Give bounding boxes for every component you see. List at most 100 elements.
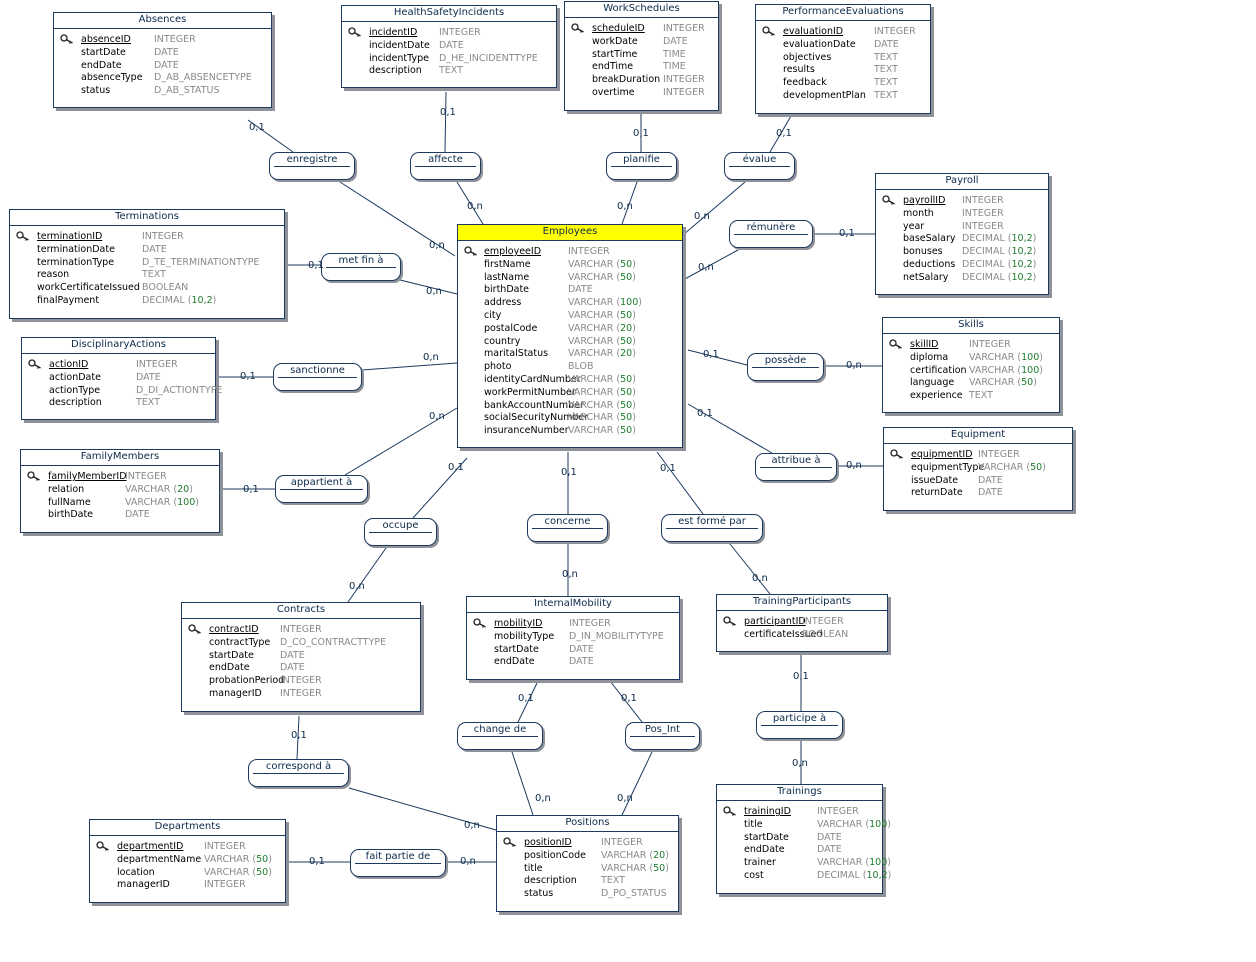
- association-sanctionne[interactable]: sanctionne: [273, 363, 362, 391]
- association-posint[interactable]: Pos_Int: [625, 722, 700, 750]
- attribute-type: VARCHAR (20): [125, 483, 193, 495]
- attribute-name: baseSalary: [903, 233, 956, 245]
- attribute-name: address: [484, 297, 522, 309]
- connector-line: [348, 787, 497, 831]
- attribute-type: INTEGER: [439, 27, 481, 40]
- association-concerne[interactable]: concerne: [527, 514, 608, 542]
- attribute-type-name: INTEGER: [568, 246, 610, 257]
- attribute-type-name: VARCHAR: [568, 348, 614, 360]
- association-remunere[interactable]: rémunère: [729, 220, 813, 248]
- attribute-name: deductions: [903, 258, 956, 270]
- attribute-type-name: TEXT: [874, 89, 898, 101]
- connector-line: [609, 680, 643, 723]
- attribute-name: returnDate: [911, 487, 963, 499]
- attribute-type: DATE: [136, 372, 161, 385]
- association-appartient[interactable]: appartient à: [275, 475, 368, 503]
- attribute-type: DATE: [874, 39, 899, 52]
- association-label: Pos_Int: [644, 724, 681, 735]
- attribute-name: objectives: [783, 51, 832, 63]
- cardinality-label: 0,1: [561, 467, 577, 478]
- association-changede[interactable]: change de: [457, 722, 543, 750]
- attribute-type: DATE: [439, 40, 464, 53]
- attribute-type: INTEGER: [204, 879, 246, 892]
- attribute-type-name: DATE: [569, 656, 594, 668]
- cardinality-label: 0,1: [633, 128, 649, 139]
- attribute-name: endDate: [81, 59, 122, 71]
- attribute-type: VARCHAR (100): [969, 351, 1043, 363]
- association-attribue[interactable]: attribue à: [755, 453, 837, 481]
- association-label: occupe: [382, 520, 419, 531]
- attribute-type-name: VARCHAR: [568, 425, 614, 437]
- attribute-type: D_HE_INCIDENTTYPE: [439, 53, 538, 66]
- attribute-type: VARCHAR (50): [978, 461, 1046, 473]
- association-possede[interactable]: possède: [747, 353, 824, 381]
- association-affecte[interactable]: affecte: [410, 152, 481, 180]
- cardinality-label: 0,n: [617, 793, 633, 804]
- attribute-type-name: VARCHAR: [568, 297, 614, 309]
- attribute-type: DATE: [978, 487, 1003, 500]
- connector-line: [729, 543, 771, 595]
- association-evalue[interactable]: évalue: [724, 152, 795, 180]
- association-planifie[interactable]: planifie: [606, 152, 677, 180]
- attribute-name: absenceID: [81, 34, 131, 45]
- association-estforme[interactable]: est formé par: [661, 514, 763, 542]
- attribute-type-size: 50: [256, 866, 269, 878]
- attribute-type: DECIMAL (10,2): [962, 246, 1037, 258]
- association-label: possède: [764, 355, 807, 366]
- attribute-type: DECIMAL (10,2): [142, 294, 217, 306]
- key-icon: [503, 837, 519, 849]
- attribute-type: DATE: [817, 832, 842, 845]
- attribute-type: DECIMAL (10,2): [962, 233, 1037, 245]
- attribute-type-name: VARCHAR: [568, 412, 614, 424]
- attribute-type-name: INTEGER: [280, 687, 322, 699]
- key-icon: [96, 841, 112, 853]
- attribute-name: managerID: [117, 879, 170, 891]
- attribute-type: VARCHAR (50): [568, 271, 636, 283]
- attribute-name: description: [524, 875, 577, 887]
- attribute-type: INTEGER: [962, 208, 1004, 221]
- association-participe[interactable]: participe à: [756, 711, 843, 739]
- association-correspond[interactable]: correspond à: [248, 759, 349, 787]
- association-faitpartie[interactable]: fait partie de: [350, 849, 446, 877]
- association-occupe[interactable]: occupe: [364, 518, 437, 546]
- cardinality-label: 0,1: [793, 671, 809, 682]
- attribute-type-size: 20: [620, 322, 633, 334]
- association-enregistre[interactable]: enregistre: [269, 152, 355, 180]
- attribute-name: employeeID: [484, 246, 542, 257]
- attribute-type-name: DATE: [154, 59, 179, 71]
- association-metfin[interactable]: met fin à: [321, 253, 401, 281]
- attribute-type: VARCHAR (50): [568, 425, 636, 437]
- attribute-type-name: INTEGER: [663, 86, 705, 98]
- connector-line: [361, 362, 458, 371]
- attribute-type: INTEGER: [978, 449, 1020, 462]
